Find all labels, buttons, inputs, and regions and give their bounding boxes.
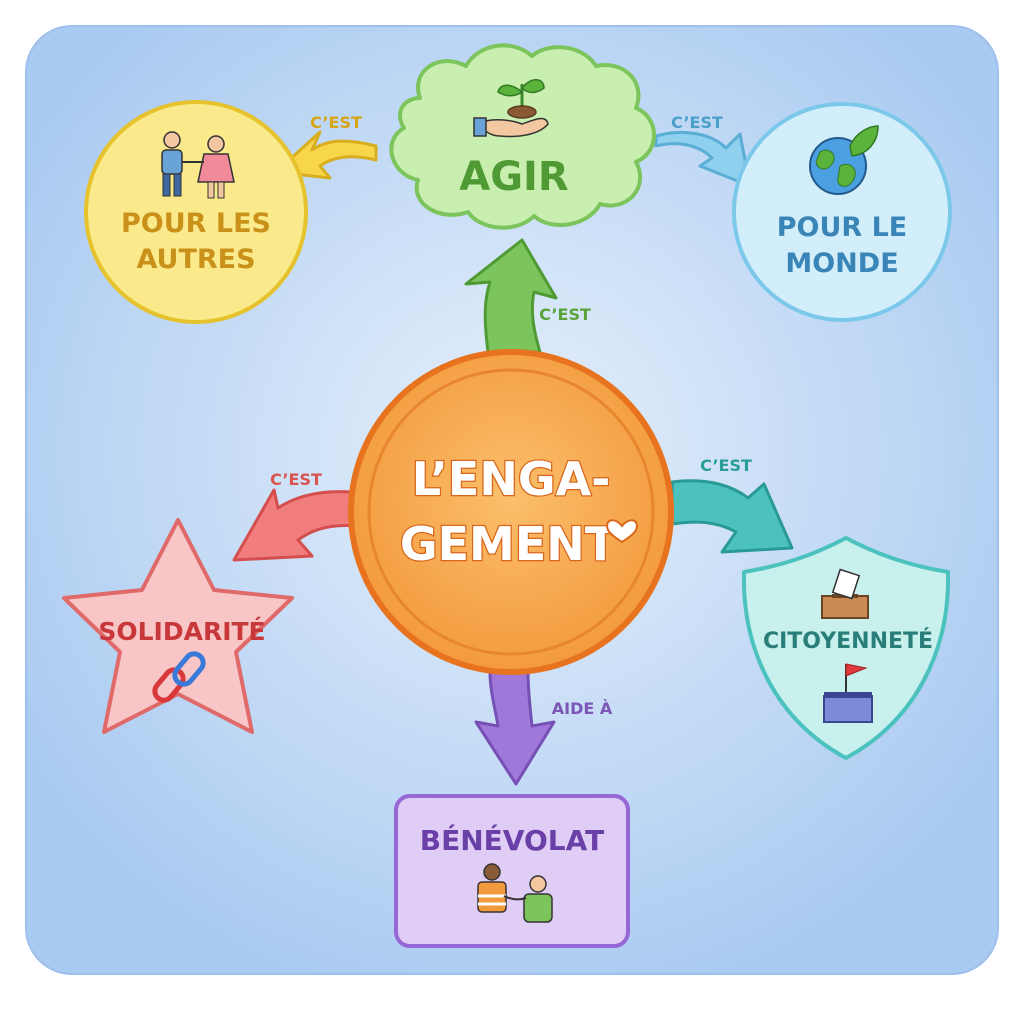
arrow-center-to-agir — [464, 238, 558, 354]
edge-label-agir-to-autres: C’EST — [310, 113, 362, 132]
node-solidarite-label: SOLIDARITÉ — [98, 617, 265, 646]
node-citoyennete: CITOYENNETÉ — [741, 536, 951, 760]
node-autres-line2: AUTRES — [136, 244, 255, 275]
edge-label-center-to-solidarite: C’EST — [270, 470, 322, 489]
people-icon — [161, 131, 235, 199]
chain-link-icon — [152, 651, 206, 703]
node-agir: AGIR — [389, 43, 656, 230]
node-solidarite: SOLIDARITÉ — [62, 518, 294, 734]
volunteers-icon — [477, 863, 553, 923]
node-monde-line1: POUR LE — [777, 212, 908, 243]
node-citoyennete-label: CITOYENNETÉ — [763, 628, 933, 654]
node-pour-les-autres: POUR LES AUTRES — [84, 100, 308, 324]
node-pour-le-monde: POUR LE MONDE — [732, 102, 952, 322]
node-benevolat: BÉNÉVOLAT — [394, 794, 630, 948]
flag-box-icon — [823, 663, 873, 723]
arrow-center-to-benevolat — [474, 670, 556, 786]
heart-icon — [606, 519, 638, 544]
center-title-line2: GEMENT — [400, 517, 617, 571]
arrow-agir-to-monde — [654, 130, 752, 188]
node-benevolat-label: BÉNÉVOLAT — [420, 823, 604, 857]
edge-label-agir-to-monde: C’EST — [671, 113, 723, 132]
node-center-engagement: L’ENGA- GEMENT — [348, 349, 674, 675]
arrow-center-to-citoyennete — [670, 479, 794, 554]
edge-label-center-to-benevolat: AIDE À — [552, 699, 613, 718]
node-autres-line1: POUR LES — [121, 208, 271, 239]
node-agir-label: AGIR — [459, 154, 568, 200]
edge-label-center-to-citoyennete: C’EST — [700, 456, 752, 475]
center-title-line1: L’ENGA- — [412, 452, 611, 506]
ballot-box-icon — [821, 568, 869, 619]
node-monde-line2: MONDE — [785, 248, 898, 279]
globe-leaf-icon — [809, 125, 879, 195]
hand-plant-icon — [473, 79, 549, 138]
arrow-center-to-solidarite — [232, 488, 358, 562]
edge-label-center-to-agir: C’EST — [539, 305, 591, 324]
